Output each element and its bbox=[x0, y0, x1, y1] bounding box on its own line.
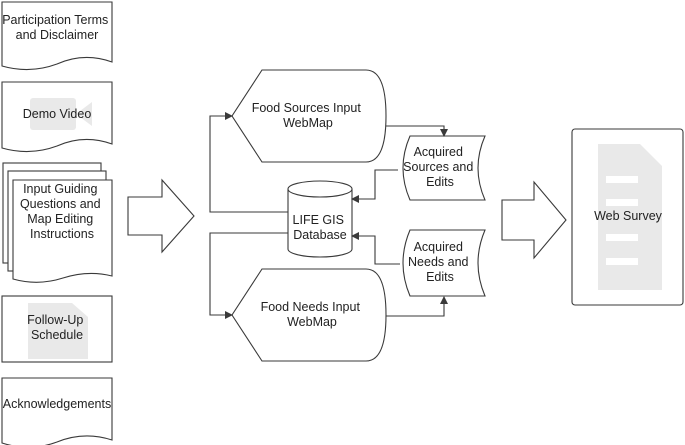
terms-label: Participation Terms and Disclaimer bbox=[2, 13, 112, 42]
acquired-needs-label: Acquired Needs and Edits bbox=[408, 240, 472, 284]
sources-webmap-display: Food Sources Input WebMap bbox=[231, 69, 387, 163]
connector-acquired-sources-to-db bbox=[351, 169, 398, 203]
acquired-sources-label: Acquired Sources and Edits bbox=[403, 145, 477, 189]
connector-db-to-sources-webmap bbox=[209, 112, 288, 213]
survey-form-icon bbox=[598, 144, 662, 290]
acquired-needs-storage: Acquired Needs and Edits bbox=[402, 229, 486, 297]
page-icon bbox=[28, 303, 88, 359]
followup-box: Follow-Up Schedule bbox=[1, 295, 113, 363]
guiding-label: Input Guiding Questions and Map Editing … bbox=[20, 182, 104, 241]
sources-webmap-label: Food Sources Input WebMap bbox=[252, 101, 365, 130]
terms-document: Participation Terms and Disclaimer bbox=[1, 1, 113, 71]
connector-sources-webmap-to-acquired bbox=[386, 125, 448, 137]
video-camera-icon bbox=[30, 98, 92, 130]
guiding-documents-stack: Input Guiding Questions and Map Editing … bbox=[2, 162, 113, 283]
connector-db-to-needs-webmap bbox=[209, 232, 288, 319]
demo-video-document: Demo Video bbox=[1, 81, 113, 153]
acknowledgements-label: Acknowledgements bbox=[3, 397, 111, 411]
acknowledgements-document: Acknowledgements bbox=[1, 377, 113, 445]
web-survey-panel: Web Survey bbox=[571, 128, 684, 306]
demo-video-label: Demo Video bbox=[23, 107, 92, 121]
database-cylinder: LIFE GIS Database bbox=[287, 180, 353, 258]
needs-webmap-label: Food Needs Input WebMap bbox=[261, 300, 364, 329]
connector-needs-webmap-to-acquired bbox=[386, 296, 448, 317]
connector-acquired-needs-to-db bbox=[351, 232, 400, 265]
followup-label: Follow-Up Schedule bbox=[27, 313, 87, 342]
web-survey-label: Web Survey bbox=[594, 209, 663, 223]
database-label: LIFE GIS Database bbox=[293, 213, 348, 242]
block-arrow-right bbox=[501, 180, 567, 260]
needs-webmap-display: Food Needs Input WebMap bbox=[231, 268, 387, 362]
block-arrow-left bbox=[127, 178, 195, 254]
acquired-sources-storage: Acquired Sources and Edits bbox=[402, 135, 486, 201]
